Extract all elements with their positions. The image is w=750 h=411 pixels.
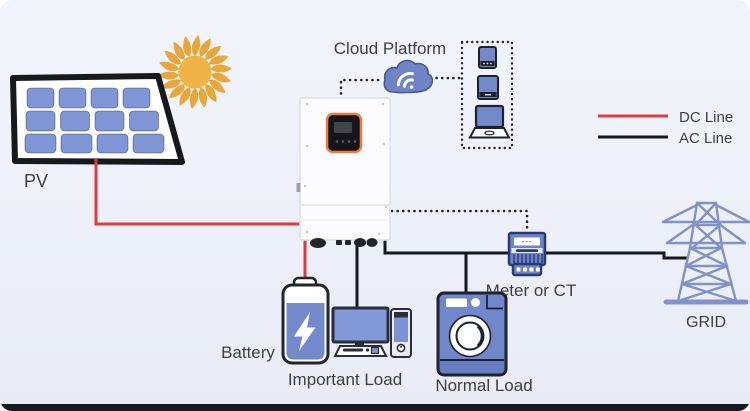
- meter-icon: ---: [507, 231, 547, 277]
- grid-tower-icon: [661, 201, 750, 305]
- dotted-line-inverter-to-meter: [390, 209, 529, 233]
- meter-label: Meter or CT: [486, 281, 577, 300]
- inverter-screen: [334, 122, 352, 133]
- sun-icon: [157, 35, 233, 109]
- grid-label: GRID: [686, 314, 726, 331]
- ac-line-inverter-to-grid: [383, 240, 687, 260]
- pc-tower-icon: [390, 308, 412, 358]
- lightning-icon: [294, 312, 316, 351]
- important-load-icon: [331, 306, 412, 358]
- washing-machine-icon: [436, 291, 508, 377]
- battery-label: Battery: [221, 343, 275, 362]
- dc-line-pv-to-inverter: [94, 159, 300, 226]
- devices-box: [460, 40, 514, 150]
- inverter-side-port: [296, 183, 301, 192]
- dotted-line-inverter-to-cloud: [339, 78, 385, 101]
- cloud-platform-label: Cloud Platform: [334, 39, 446, 58]
- inverter: [296, 97, 391, 248]
- smartphone-icon: [478, 46, 497, 69]
- cloud-icon: [383, 59, 434, 94]
- keyboard-icon: [333, 345, 388, 357]
- normal-load-label: Normal Load: [435, 376, 532, 395]
- inverter-display: [325, 112, 363, 154]
- laptop-icon: [468, 104, 511, 139]
- wifi-icon: [396, 71, 414, 89]
- bottom-edge: [0, 404, 750, 411]
- legend-dc-label: DC Line: [679, 109, 733, 126]
- battery-icon: [281, 276, 330, 365]
- tablet-icon: [477, 75, 499, 100]
- meter-display: ---: [522, 237, 533, 246]
- legend: DC Line AC Line: [598, 109, 733, 147]
- legend-ac-label: AC Line: [679, 130, 732, 147]
- pv-panel-icon: [10, 73, 185, 165]
- inverter-connectors: [310, 238, 378, 248]
- monitor-icon: [331, 306, 390, 344]
- important-load-label: Important Load: [288, 370, 402, 389]
- pv-label: PV: [24, 171, 48, 191]
